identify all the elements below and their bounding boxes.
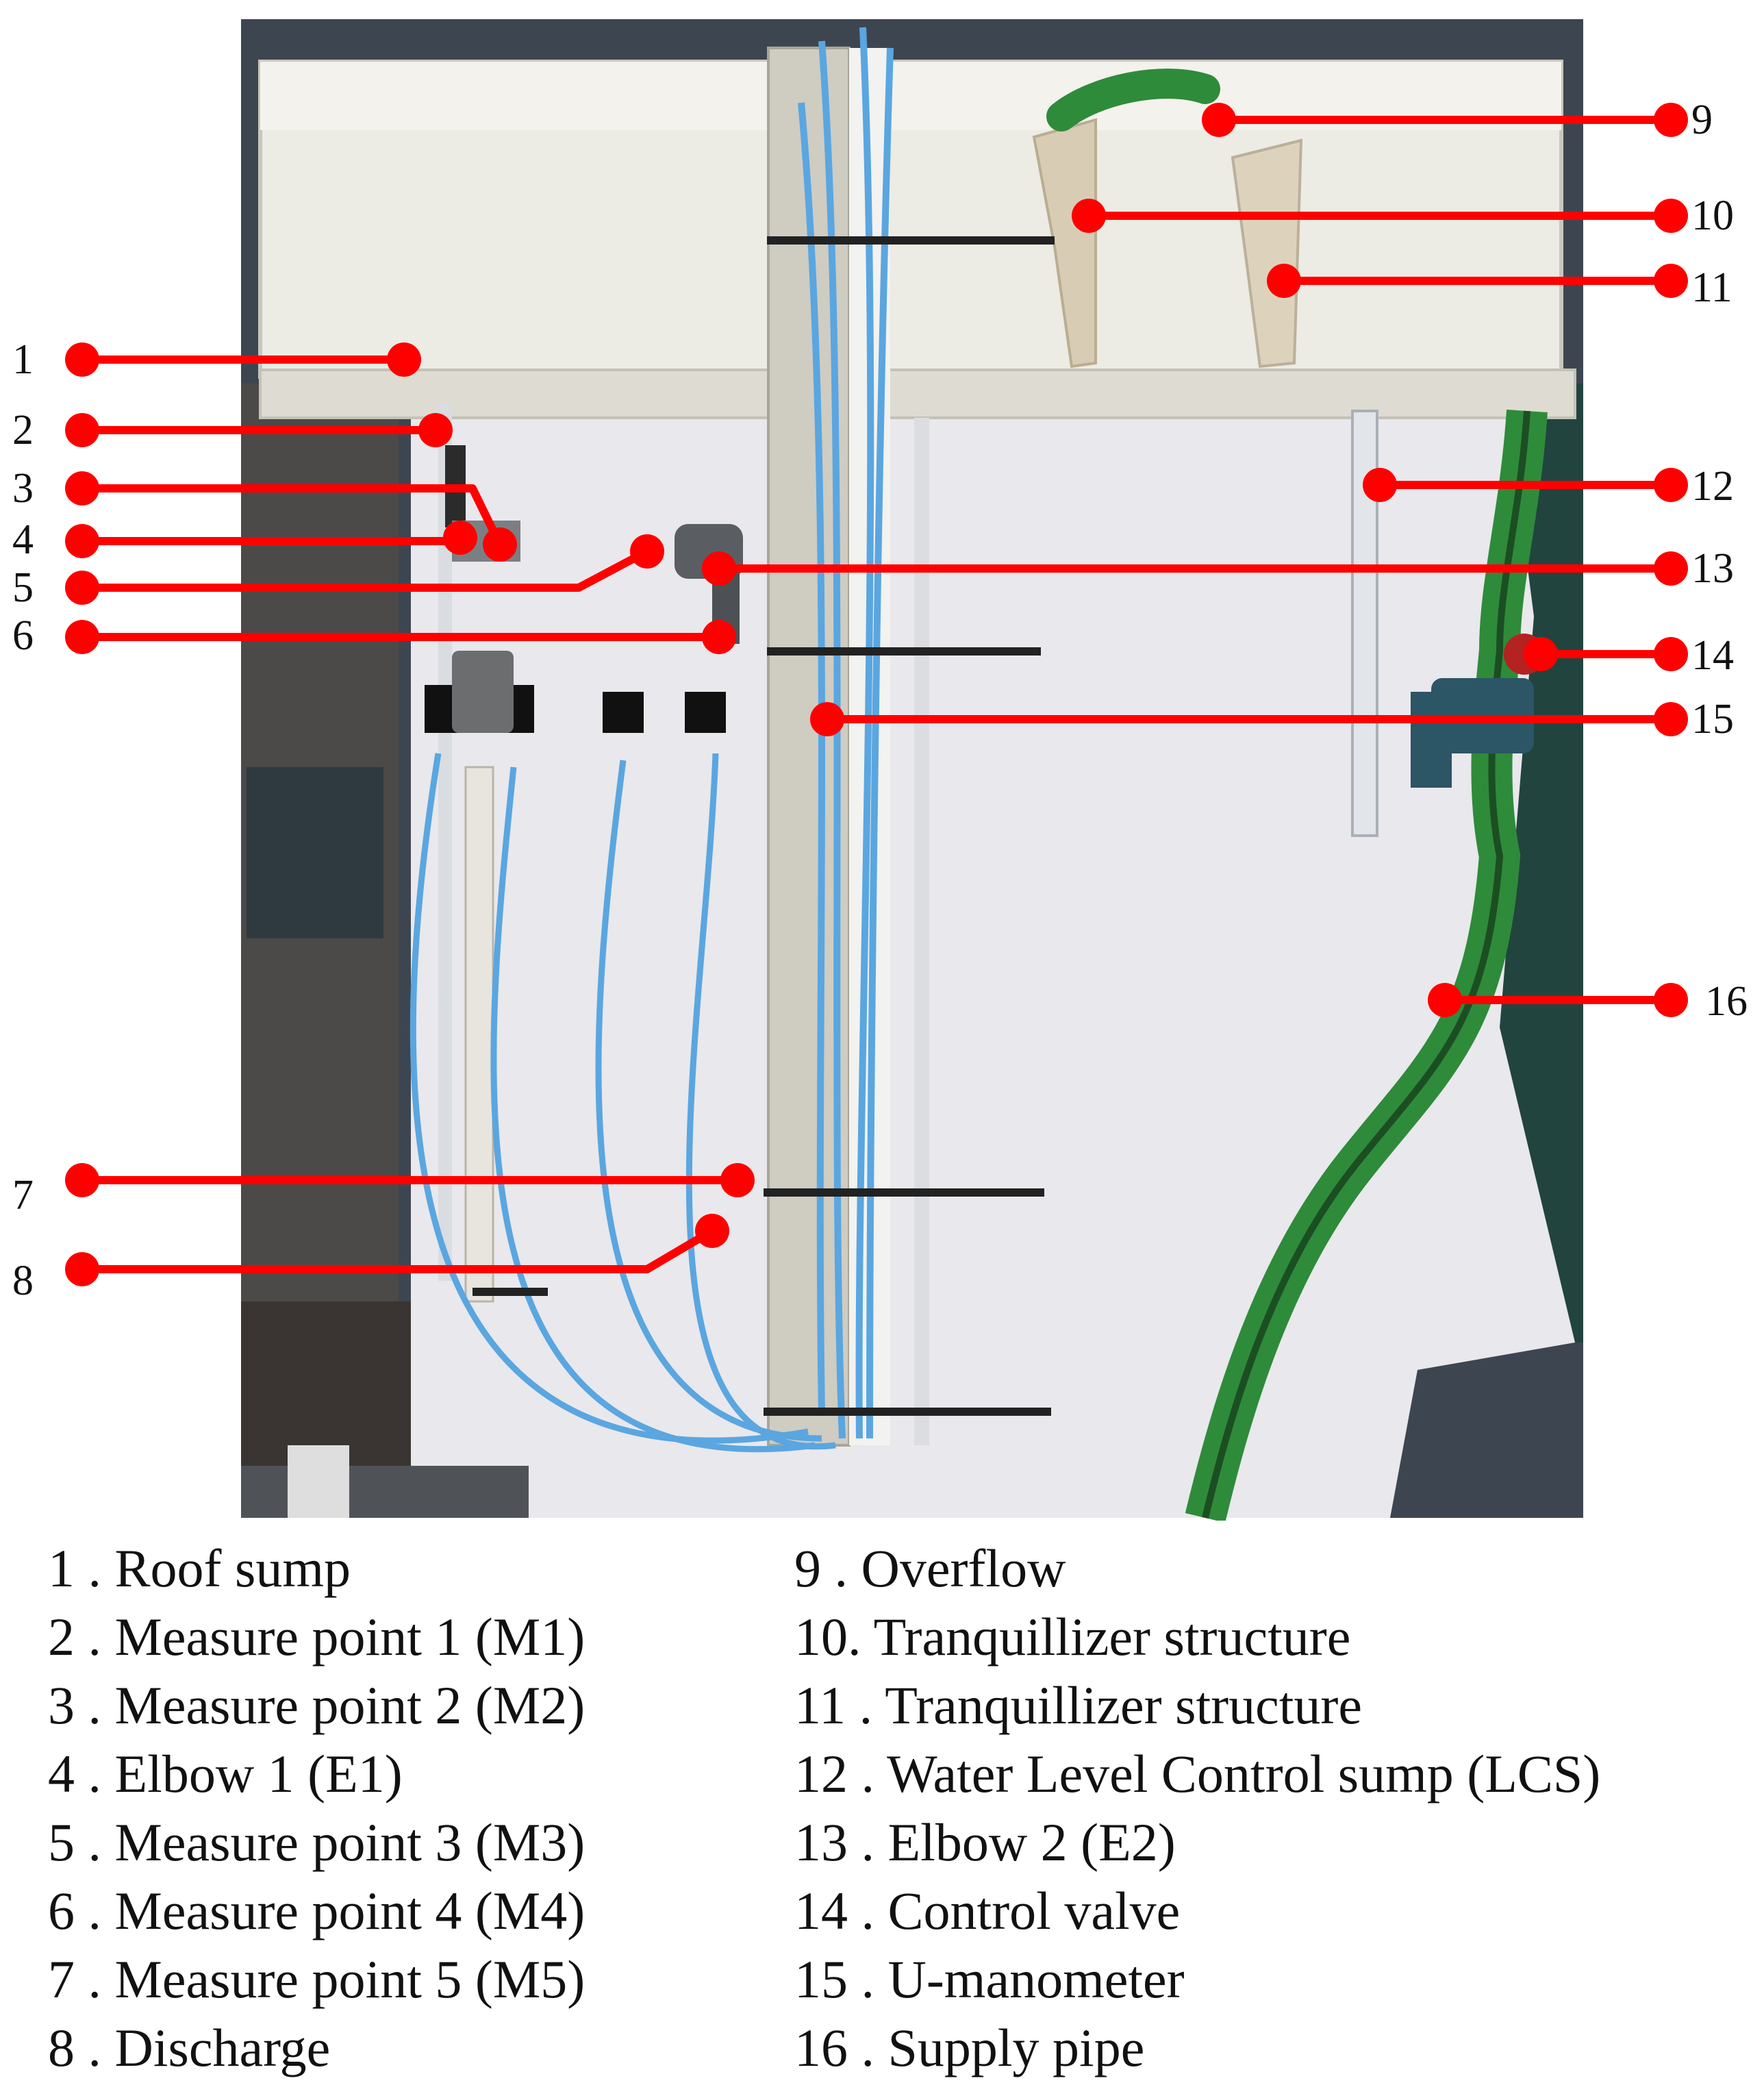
dot-2-inner [418, 413, 453, 447]
dot-15-inner [810, 702, 844, 736]
dot-12-inner [1363, 468, 1397, 502]
dot-9-inner [1202, 103, 1236, 137]
callout-dots [65, 103, 1688, 1286]
callout-number-13: 13 [1691, 545, 1734, 592]
dot-6-inner [702, 620, 736, 654]
dot-5-inner [630, 534, 664, 569]
dot-16-outer [1654, 983, 1688, 1017]
dot-3-outer [65, 471, 99, 505]
legend-item-9: 9 . Overflow [794, 1538, 1066, 1598]
apparatus-diagram: 1 2 3 4 5 6 7 8 9 10 11 12 13 14 15 16 [12, 19, 1748, 1521]
dot-1-inner [387, 342, 421, 377]
dot-7-outer [65, 1163, 99, 1197]
dot-9-outer [1654, 103, 1688, 137]
legend-item-7: 7 . Measure point 5 (M5) [48, 1949, 585, 2009]
callout-number-14: 14 [1691, 632, 1734, 679]
legend-item-8: 8 . Discharge [48, 2018, 331, 2077]
legend-item-6: 6 . Measure point 4 (M4) [48, 1881, 585, 1940]
legend-item-2: 2 . Measure point 1 (M1) [48, 1607, 585, 1666]
legend-item-13: 13 . Elbow 2 (E2) [794, 1812, 1176, 1872]
legend-item-11: 11 . Tranquillizer structure [794, 1675, 1362, 1735]
legend-item-10: 10. Tranquillizer structure [794, 1607, 1351, 1666]
dot-13-outer [1654, 551, 1688, 586]
callout-number-7: 7 [12, 1172, 34, 1219]
photo-area [241, 19, 1583, 1521]
callout-number-1: 1 [12, 336, 34, 383]
dot-7-inner [720, 1163, 755, 1197]
dot-3-inner [483, 527, 517, 562]
legend-item-5: 5 . Measure point 3 (M3) [48, 1812, 585, 1872]
dot-14-outer [1654, 637, 1688, 671]
callout-number-10: 10 [1691, 192, 1734, 239]
legend-item-14: 14 . Control valve [794, 1881, 1181, 1940]
callout-number-11: 11 [1691, 264, 1732, 311]
legend-item-1: 1 . Roof sump [48, 1538, 351, 1598]
dot-14-inner [1524, 637, 1558, 671]
legend: 1 . Roof sump 2 . Measure point 1 (M1) 3… [0, 1521, 1764, 2085]
callout-number-4: 4 [12, 516, 34, 563]
dot-15-outer [1654, 702, 1688, 736]
dot-5-outer [65, 571, 99, 605]
dot-11-outer [1654, 264, 1688, 298]
callout-numbers: 1 2 3 4 5 6 7 8 9 10 11 12 13 14 15 16 [12, 97, 1748, 1304]
callout-lines [78, 116, 1675, 1273]
legend-item-16: 16 . Supply pipe [794, 2018, 1145, 2077]
dot-13-inner [702, 551, 736, 586]
dot-12-outer [1654, 468, 1688, 502]
callout-number-15: 15 [1691, 696, 1734, 742]
dot-10-inner [1072, 199, 1106, 233]
dot-4-outer [65, 524, 99, 558]
callout-number-12: 12 [1691, 463, 1734, 510]
legend-left-column: 1 . Roof sump 2 . Measure point 1 (M1) 3… [48, 1534, 585, 2082]
dot-8-outer [65, 1252, 99, 1286]
dot-4-inner [443, 521, 477, 555]
callout-number-5: 5 [12, 564, 34, 611]
legend-item-3: 3 . Measure point 2 (M2) [48, 1675, 585, 1735]
dot-16-inner [1428, 983, 1462, 1017]
leader-line-8 [78, 1227, 716, 1273]
legend-item-15: 15 . U-manometer [794, 1949, 1185, 2009]
callout-number-9: 9 [1691, 97, 1713, 143]
callout-number-6: 6 [12, 612, 34, 659]
legend-item-4: 4 . Elbow 1 (E1) [48, 1744, 403, 1803]
legend-item-12: 12 . Water Level Control sump (LCS) [794, 1744, 1601, 1803]
callout-number-3: 3 [12, 465, 34, 512]
dot-11-inner [1267, 264, 1301, 298]
callout-number-16: 16 [1705, 978, 1748, 1025]
legend-right-column: 9 . Overflow 10. Tranquillizer structure… [794, 1534, 1600, 2082]
leader-line-5 [78, 547, 651, 592]
dot-6-outer [65, 620, 99, 654]
leader-line-3 [78, 484, 504, 549]
callout-number-8: 8 [12, 1258, 34, 1304]
callout-number-2: 2 [12, 407, 34, 453]
dot-2-outer [65, 413, 99, 447]
dot-1-outer [65, 342, 99, 377]
dot-10-outer [1654, 199, 1688, 233]
dot-8-inner [695, 1214, 729, 1248]
